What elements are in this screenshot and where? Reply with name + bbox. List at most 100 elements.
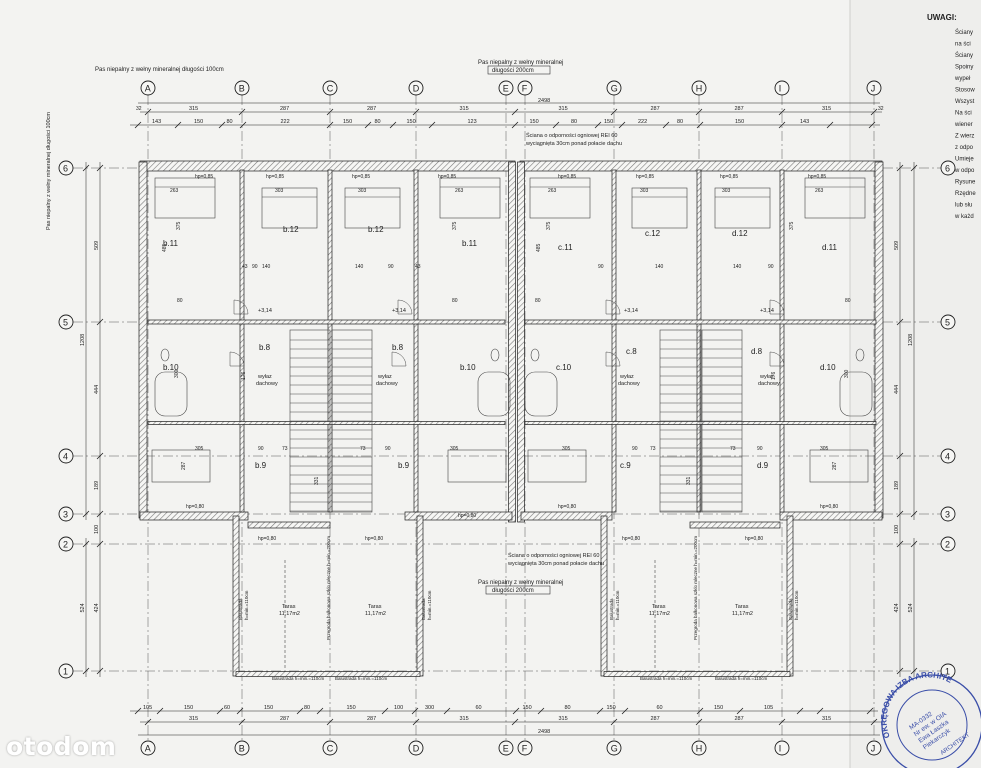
grid-bubble-F [517, 80, 533, 96]
door-swing [769, 351, 785, 367]
pas-note-mid-box [485, 585, 551, 595]
wall [239, 169, 245, 513]
dim-label: 300 [425, 705, 434, 711]
bed [804, 177, 866, 219]
room-label-d.9: d.9 [757, 461, 769, 470]
inner-dim: 305 [195, 446, 204, 452]
grid-label-J: J [871, 84, 876, 94]
wall [519, 160, 883, 172]
inner-dim: 73 [650, 446, 656, 452]
dim-tick [96, 540, 104, 548]
pas-note-box [487, 65, 551, 75]
bed [714, 187, 771, 229]
dim-tick [868, 121, 876, 129]
grid-label-1: 1 [63, 667, 68, 677]
dim-label: 100 [394, 705, 403, 711]
grid-bubble-A [140, 740, 156, 756]
inner-dim: 331 [686, 476, 692, 485]
dim-tick [412, 718, 420, 726]
inner-dim: 485 [162, 243, 168, 252]
dim-tick [238, 108, 246, 116]
inner-dim: 263 [548, 188, 557, 194]
grid-label-5: 5 [945, 318, 950, 328]
dim-tick [326, 718, 334, 726]
hp-label: hp=0,80 [622, 536, 640, 542]
terrace-area: 11,17m2 [649, 611, 670, 617]
dim-tick [381, 707, 389, 715]
dim-label: 150 [343, 119, 352, 125]
wall [689, 521, 781, 529]
inner-dim: 80 [535, 298, 541, 304]
dim-tick [96, 452, 104, 460]
uwagi-line: w każd [954, 214, 974, 220]
dim-label: 424 [894, 603, 900, 612]
wall-note-mid-2: wyciągnięta 30cm ponad połacie dachu [507, 561, 604, 567]
grid-bubble-4 [58, 448, 74, 464]
fixtures [151, 177, 873, 670]
dim-tick [696, 707, 704, 715]
dim-tick [896, 452, 904, 460]
dim-tick [443, 707, 451, 715]
wylaz-label: dachowy [618, 381, 640, 387]
dim-tick [238, 718, 246, 726]
grid-bubble-4 [940, 448, 956, 464]
inner-dim: 300 [174, 369, 180, 378]
wall [139, 511, 249, 521]
inner-dim: 90 [757, 446, 763, 452]
hp-label: hp=0,85 [720, 174, 738, 180]
grid-label-D: D [413, 84, 420, 94]
sofa [151, 449, 211, 483]
balustrade-label: Balustrada h=min.=110cm [272, 676, 324, 681]
grid-label-F: F [522, 744, 528, 754]
grid-bubble-6 [58, 160, 74, 176]
balustrade-label: Balustrada h=min.=110cm [715, 676, 767, 681]
dim-tick [389, 121, 397, 129]
dim-label: 189 [894, 481, 900, 490]
dim-label: 287 [280, 716, 289, 722]
inner-dim: 80 [177, 298, 183, 304]
wall [517, 161, 525, 523]
dim-label: 150 [194, 119, 203, 125]
grid-bubble-A [140, 80, 156, 96]
wall [600, 515, 608, 677]
bathtub [839, 371, 873, 417]
dim-label: 105 [764, 705, 773, 711]
dim-tick [512, 707, 520, 715]
balustrade-side-label: h=min.=110cm [244, 590, 249, 620]
grid-label-2: 2 [63, 540, 68, 550]
uwagi-line: Z wierz [955, 134, 974, 140]
inner-dim: 303 [275, 188, 284, 194]
hp-label: hp=0,85 [558, 174, 576, 180]
inner-dim: 305 [820, 446, 829, 452]
wylaz-label: wyłaz [257, 374, 272, 380]
grid-label-H: H [696, 84, 703, 94]
dim-tick [511, 108, 519, 116]
inner-dim: 80 [845, 298, 851, 304]
dim-label: 189 [94, 481, 100, 490]
inner-dim: 375 [789, 221, 795, 230]
level-mark: +3,14 [624, 308, 638, 314]
dim-tick [796, 707, 804, 715]
dim-tick [778, 108, 786, 116]
dim-tick [866, 707, 874, 715]
grid-bubble-1 [58, 663, 74, 679]
dim-label: 100 [894, 525, 900, 534]
bed [154, 177, 216, 219]
grid-label-A: A [145, 84, 151, 94]
dim-label: 80 [677, 119, 683, 125]
uwagi-line: Na ści [955, 111, 972, 117]
wall [874, 161, 884, 519]
inner-dim: 73 [282, 446, 288, 452]
stair-flight [289, 329, 331, 513]
grid-label-I: I [779, 84, 782, 94]
grid-bubble-E [498, 740, 514, 756]
inner-dim: 375 [176, 221, 182, 230]
dim-tick [910, 540, 918, 548]
dim-tick [156, 707, 164, 715]
